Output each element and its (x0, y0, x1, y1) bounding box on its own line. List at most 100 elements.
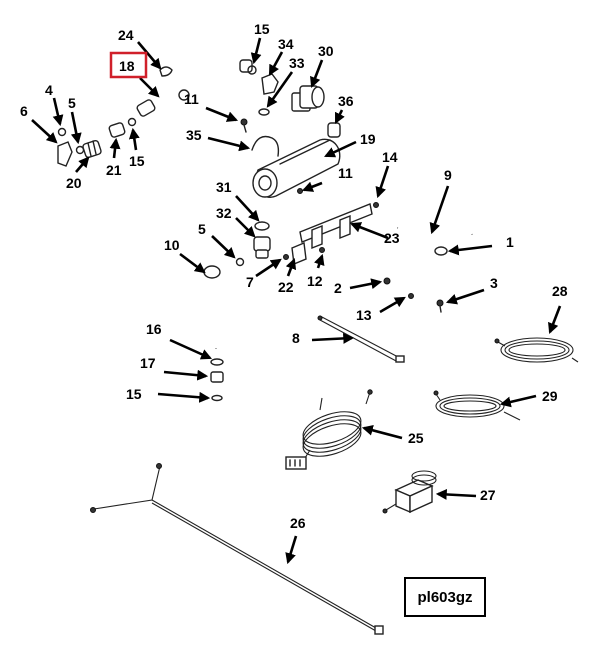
leader-28 (548, 305, 562, 335)
callout-23: 23 (384, 230, 400, 246)
callout-12: 12 (307, 273, 323, 289)
callout-33: 33 (289, 55, 305, 71)
highlight-box-18 (109, 51, 148, 79)
clip-part-24 (159, 66, 173, 77)
callout-8: 8 (292, 330, 300, 346)
callout-11a: 11 (184, 91, 199, 107)
bracket-part-35 (251, 135, 280, 157)
callout-36: 36 (338, 93, 354, 109)
heater-body-part-19 (252, 138, 341, 198)
oring-part-15c (211, 394, 223, 402)
screw-part-11a (240, 118, 248, 133)
harness-part-26 (90, 463, 384, 635)
leader-7 (255, 258, 282, 278)
fuel-valve-part-30 (291, 85, 325, 112)
callout-3: 3 (490, 275, 498, 291)
leader-14 (375, 165, 390, 199)
leader-1 (447, 244, 493, 256)
callout-10: 10 (164, 237, 180, 253)
leader-15b (128, 127, 140, 151)
callout-17: 17 (140, 355, 156, 371)
exhaust-pipe-inner (210, 275, 218, 349)
fitting-part-21 (108, 122, 126, 138)
part-7 (283, 254, 289, 260)
harness-part-25 (285, 389, 373, 470)
leader-15c (157, 391, 211, 403)
leader-31 (235, 195, 260, 222)
callout-29: 29 (542, 388, 558, 404)
callout-27: 27 (480, 487, 496, 503)
oring-part-31 (254, 221, 270, 231)
callout-15b: 15 (129, 153, 145, 169)
leader-36 (334, 109, 345, 124)
leader-20 (75, 156, 90, 173)
leader-19 (324, 140, 357, 158)
callout-15a: 15 (254, 21, 270, 37)
callout-20: 20 (66, 175, 82, 191)
elbow-part-6 (57, 141, 73, 167)
callout-1: 1 (506, 234, 514, 250)
leader-24 (137, 41, 162, 70)
leader-18 (139, 77, 160, 98)
leader-33 (266, 71, 294, 108)
callout-11b: 11 (338, 165, 353, 181)
callout-35: 35 (186, 127, 202, 143)
leader-13 (379, 296, 406, 314)
hose-fitting-a (136, 99, 156, 117)
callout-30: 30 (318, 43, 334, 59)
callout-21: 21 (106, 162, 122, 178)
leader-34 (268, 51, 284, 76)
screw-part-13 (408, 293, 414, 299)
callout-32: 32 (216, 205, 232, 221)
leader-17 (163, 369, 209, 381)
cable-part-29 (433, 390, 521, 421)
clamp-part-1 (434, 246, 448, 256)
oring-part-15a (247, 65, 257, 75)
callout-labels: 24 18 15 34 30 33 4 5 6 11 36 35 19 14 2… (20, 21, 568, 531)
leader-8 (311, 332, 355, 344)
callout-22: 22 (278, 279, 294, 295)
leader-11b (301, 181, 323, 192)
leader-27 (435, 489, 477, 500)
screw-part-14 (373, 202, 379, 208)
leader-21 (109, 137, 121, 159)
callout-4: 4 (45, 82, 53, 98)
leader-4 (52, 97, 64, 127)
screw-part-11b (297, 188, 303, 194)
leader-11a (205, 106, 239, 122)
leader-2 (349, 278, 383, 290)
leader-16 (169, 338, 212, 360)
callout-2: 2 (334, 280, 342, 296)
leader-23 (349, 222, 389, 240)
relay-part-27 (382, 470, 437, 514)
callout-34: 34 (278, 36, 294, 52)
leader-10 (179, 252, 206, 274)
callout-5b: 5 (198, 221, 206, 237)
oring-part-33 (258, 108, 270, 116)
callout-15c: 15 (126, 386, 142, 402)
leader-30 (310, 59, 324, 89)
fuel-hose-inner (148, 57, 248, 110)
callout-19: 19 (360, 131, 376, 147)
leader-3 (445, 288, 485, 305)
cable-part-28 (494, 337, 579, 363)
exhaust-pipe-elbow (203, 265, 221, 279)
callout-28: 28 (552, 283, 568, 299)
callout-13: 13 (356, 307, 372, 323)
leader-35 (207, 136, 251, 152)
harness-connector (374, 625, 384, 635)
callout-25: 25 (408, 430, 424, 446)
callout-14: 14 (382, 149, 398, 165)
leader-29 (499, 394, 537, 408)
leader-5a (70, 111, 82, 145)
leader-12 (314, 253, 325, 269)
leader-15a (250, 37, 262, 65)
callout-9: 9 (444, 167, 452, 183)
reference-code-box (404, 577, 486, 617)
screw-part-3 (436, 299, 444, 313)
leader-25 (361, 424, 403, 440)
callout-16: 16 (146, 321, 162, 337)
fitting-part-36 (327, 122, 341, 138)
oring-part-15b (127, 117, 137, 127)
